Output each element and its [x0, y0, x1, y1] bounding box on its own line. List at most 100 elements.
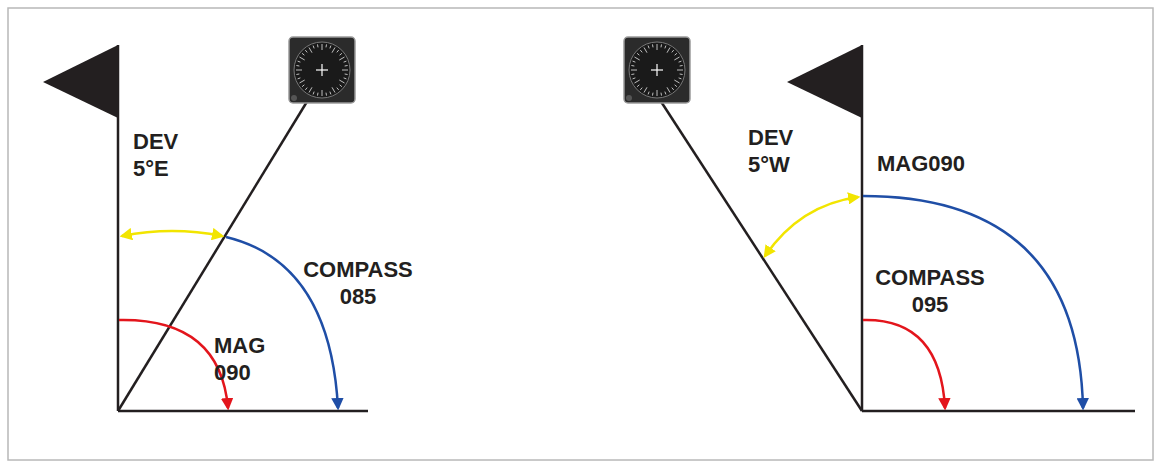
dial-tick [296, 73, 299, 75]
dial-tick [332, 87, 335, 92]
right-panel [624, 37, 1135, 411]
dial-tick [305, 50, 307, 52]
dial-tick [337, 88, 339, 90]
dial-tick [309, 47, 312, 52]
instrument-case [289, 37, 355, 103]
dial-tick [640, 88, 642, 90]
dial-tick [339, 57, 344, 60]
dial-tick [296, 70, 302, 71]
dial-tick [633, 61, 636, 62]
dial-tick [665, 46, 666, 49]
dial-tick [322, 44, 323, 50]
dial-tick [677, 70, 683, 71]
compass-line [118, 100, 308, 411]
dial-tick [322, 90, 323, 96]
dial-tick [345, 73, 348, 75]
instrument-case [624, 37, 690, 103]
dial-tick [344, 78, 347, 79]
dial-tick [330, 92, 331, 95]
dial-tick [634, 80, 639, 83]
dial-tick [330, 46, 331, 49]
dial-tick [672, 50, 674, 52]
dial-tick [305, 88, 307, 90]
dial-tick [339, 80, 344, 83]
dial-tick [644, 87, 647, 92]
dial-tick [631, 70, 637, 71]
dial-tick [340, 85, 342, 87]
compass-instrument [289, 37, 355, 103]
dial-tick [665, 92, 666, 95]
compass-heading-arc [863, 196, 1083, 408]
dial-tick [640, 50, 642, 52]
deviation-arrow [765, 197, 858, 256]
compass-heading-label: COMPASS 085 [298, 256, 418, 310]
dial-tick [298, 78, 301, 79]
magnetic-heading-label: MAG090 [877, 150, 997, 177]
dial-tick [317, 93, 319, 96]
dial-tick [657, 90, 658, 96]
dial-tick [679, 78, 682, 79]
dial-tick [667, 87, 670, 92]
dial-tick [340, 53, 342, 55]
dial-tick [344, 61, 347, 62]
dial-tick [680, 73, 683, 75]
magnetic-heading-arc [863, 320, 945, 408]
dial-tick [675, 53, 677, 55]
instrument-dial [294, 42, 350, 98]
magnetic-heading-arc [119, 320, 228, 408]
dial-tick [317, 44, 319, 47]
dial-tick [342, 70, 348, 71]
dial-tick [679, 61, 682, 62]
dial-tick [337, 50, 339, 52]
dial-tick [302, 85, 304, 87]
dial-tick [633, 78, 636, 79]
flag [787, 45, 862, 118]
dial-tick [332, 47, 335, 52]
base-line [862, 410, 1135, 413]
dial-tick [672, 88, 674, 90]
adjust-knob [626, 95, 632, 101]
dial-tick [631, 65, 634, 67]
adjust-knob [291, 95, 297, 101]
magnetic-heading-label: MAG 090 [214, 332, 270, 386]
dial-tick [313, 46, 314, 49]
dial-tick [660, 44, 662, 47]
compass-line [660, 100, 862, 411]
dial-tick [637, 85, 639, 87]
dial-tick [325, 44, 327, 47]
dial-tick [680, 65, 683, 67]
deviation-label: DEV 5°E [133, 128, 193, 182]
dial-tick [675, 85, 677, 87]
dial-tick [299, 57, 304, 60]
dial-tick [325, 93, 327, 96]
compass-instrument [624, 37, 690, 103]
aircraft-symbol [321, 64, 322, 76]
flag [43, 45, 118, 118]
dial-tick [296, 65, 299, 67]
dial-tick [652, 93, 654, 96]
dial-tick [298, 61, 301, 62]
compass-heading-label: COMPASS 095 [870, 264, 990, 318]
dial-tick [631, 73, 634, 75]
dial-tick [652, 44, 654, 47]
dial-tick [674, 80, 679, 83]
aircraft-symbol [656, 64, 657, 76]
instrument-dial [629, 42, 685, 98]
deviation-arrow [122, 231, 222, 236]
dial-tick [309, 87, 312, 92]
dial-tick [660, 93, 662, 96]
dial-tick [634, 57, 639, 60]
dial-tick [648, 46, 649, 49]
deviation-label: DEV 5°W [748, 124, 812, 178]
base-line [118, 410, 368, 413]
frame [8, 8, 1153, 460]
dial-tick [674, 57, 679, 60]
dial-tick [637, 53, 639, 55]
dial-tick [299, 80, 304, 83]
dial-tick [644, 47, 647, 52]
dial-tick [648, 92, 649, 95]
dial-tick [313, 92, 314, 95]
dial-tick [667, 47, 670, 52]
